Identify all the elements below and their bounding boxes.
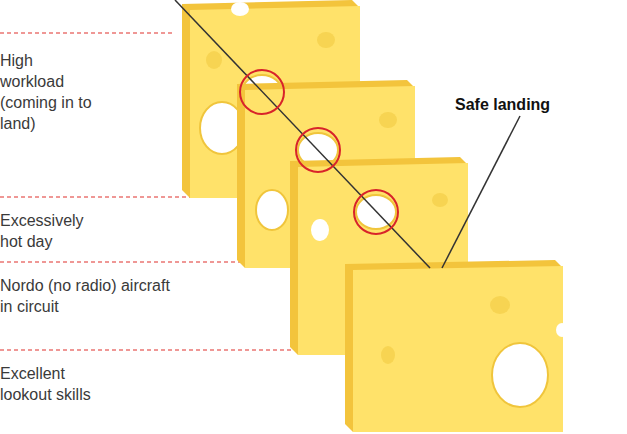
failure-marker [296,128,340,172]
cheese-hole [379,112,397,128]
cheese-hole [556,323,568,337]
cheese-hole [231,2,249,16]
cheese-hole [256,190,288,230]
failure-marker [240,70,284,114]
band-label: High workload (coming in to land) [0,50,100,134]
leader-line [442,116,520,268]
cheese-hole [317,32,335,48]
band-label: Nordo (no radio) aircraft in circuit [0,275,180,317]
band-label: Excellent lookout skills [0,363,120,405]
slice-face [353,266,563,432]
hazard-trajectory [175,0,430,268]
cheese-hole [206,51,222,69]
cheese-slice [345,260,568,432]
outcome-label: Safe landing [455,94,585,115]
cheese-hole [311,219,329,241]
band-label: Excessively hot day [0,210,110,252]
band-divider [0,32,175,33]
cheese-hole [490,296,510,314]
failure-marker [354,190,398,234]
cheese-hole [432,193,448,207]
slice-edge [345,260,563,432]
cheese-hole [381,346,395,364]
cheese-hole [492,343,548,407]
